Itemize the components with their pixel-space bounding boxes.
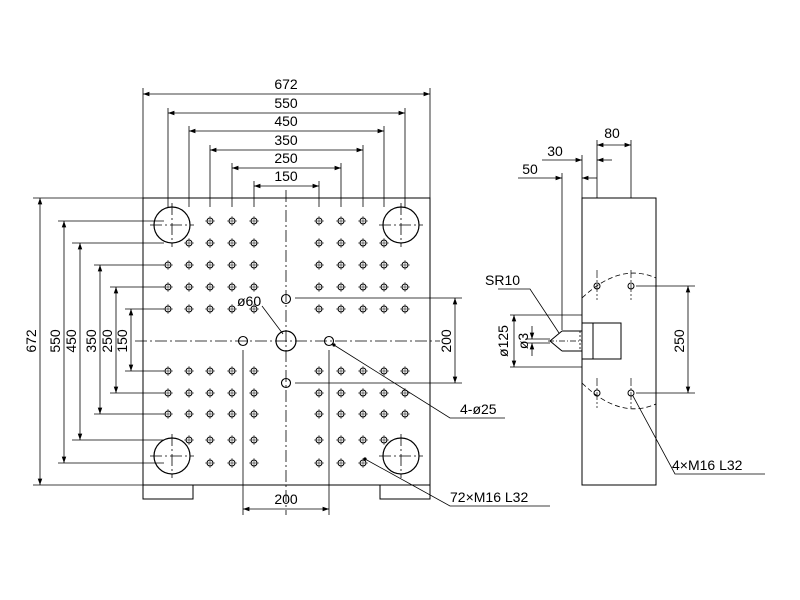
pitch-arc-bottom (581, 382, 657, 410)
dim-left-672: 672 (23, 329, 39, 353)
label-4-d25: 4-ø25 (460, 401, 497, 417)
dim-80: 80 (604, 125, 620, 141)
dim-250: 250 (671, 329, 687, 353)
dim-top-250: 250 (274, 150, 298, 166)
side-left-dimensions (510, 314, 582, 368)
nozzle-bush (548, 322, 622, 360)
dim-30: 30 (547, 143, 563, 159)
ejector-hole-left (237, 335, 249, 347)
dim-left-250: 250 (99, 329, 115, 353)
side-view-labels: 80 30 50 SR10 ø125 ø3 250 4×M16 L32 (485, 125, 743, 473)
pitch-arc-top (581, 272, 657, 299)
foot-right (379, 484, 431, 500)
dim-top-550: 550 (274, 95, 298, 111)
dim-top-450: 450 (274, 113, 298, 129)
dim-left-350: 350 (83, 329, 99, 353)
side-top-dimensions (518, 140, 632, 330)
threaded-hole-grid (163, 216, 410, 468)
label-center-hole: ø60 (237, 293, 261, 309)
label-4-m16: 4×M16 L32 (672, 457, 743, 473)
dim-bottom-200: 200 (274, 491, 298, 507)
ejector-hole-right (323, 335, 335, 347)
dim-50: 50 (522, 161, 538, 177)
dim-left-150: 150 (114, 329, 130, 353)
side-platen-outline (581, 197, 657, 486)
side-threaded-holes (593, 282, 635, 397)
dim-left-550: 550 (47, 329, 63, 353)
right-dimension-200 (295, 297, 462, 384)
m16-leader (632, 395, 765, 475)
dim-right-200: 200 (438, 329, 454, 353)
top-dimensions (142, 88, 431, 207)
side-center-lines (596, 270, 632, 408)
side-right-dimension-250 (636, 285, 695, 394)
left-dimensions (33, 197, 164, 486)
platen-outline (142, 197, 431, 486)
sr10-leader (498, 288, 560, 334)
label-72-m16: 72×M16 L32 (450, 489, 528, 505)
tie-bar-holes (153, 206, 420, 475)
ejector-hole-top (280, 293, 292, 305)
ejector-hole-bottom (280, 377, 292, 389)
dim-top-350: 350 (274, 132, 298, 148)
dim-d3: ø3 (515, 333, 531, 350)
dim-left-450: 450 (63, 329, 79, 353)
front-view-labels: 672 550 450 350 250 150 672 550 450 350 … (23, 76, 528, 507)
foot-left (142, 484, 194, 500)
center-lines (135, 190, 440, 515)
dim-d125: ø125 (495, 325, 511, 357)
bottom-dimension-200 (242, 350, 330, 515)
center-hole (275, 330, 297, 352)
side-view (498, 140, 765, 486)
leaders (261, 305, 550, 507)
dim-top-672: 672 (274, 76, 298, 92)
front-view (33, 88, 550, 515)
dim-top-150: 150 (274, 168, 298, 184)
label-sr10: SR10 (485, 272, 520, 288)
